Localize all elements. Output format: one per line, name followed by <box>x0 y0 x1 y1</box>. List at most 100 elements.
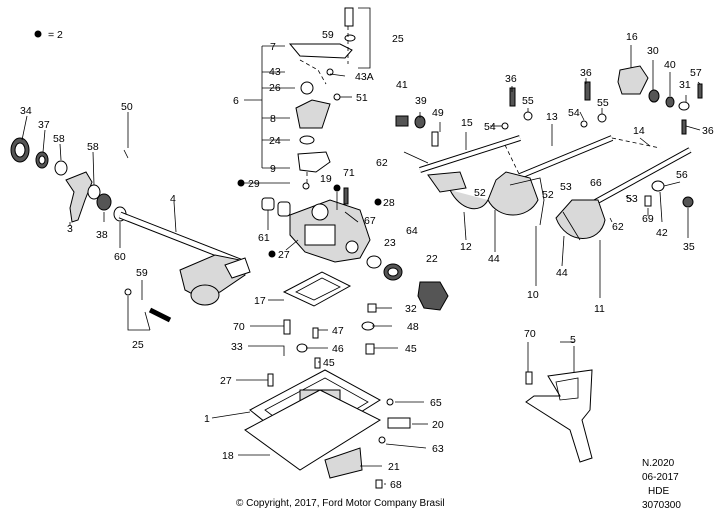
copyright-text: © Copyright, 2017, Ford Motor Company Br… <box>236 498 445 509</box>
callout-71: 71 <box>343 167 355 179</box>
part-65-bolt <box>386 398 394 406</box>
part-37-bush <box>35 151 49 169</box>
callout-69: 69 <box>642 213 654 225</box>
callout-70: 70 <box>233 321 245 333</box>
callout-36: 36 <box>580 67 592 79</box>
part-57-pin <box>697 83 703 99</box>
part-31-clip <box>678 101 690 111</box>
callout-27: 27 <box>278 249 290 261</box>
callout-25: 25 <box>392 33 404 45</box>
callout-58: 58 <box>87 141 99 153</box>
callout-31: 31 <box>679 79 691 91</box>
part-70b-bolt <box>525 371 533 385</box>
callout-40: 40 <box>664 59 676 71</box>
part-19-selector-housing <box>289 199 371 263</box>
callout-33: 33 <box>231 341 243 353</box>
callout-1: 1 <box>204 413 210 425</box>
callout-28: 28 <box>383 197 395 209</box>
part-number: 3070300 <box>642 500 681 511</box>
callout-3: 3 <box>67 223 73 235</box>
part-7-plate <box>288 43 353 59</box>
part-34-boot <box>10 137 30 163</box>
part-61-plug <box>261 197 275 211</box>
part-63-bolt <box>378 436 386 444</box>
part-56-plug <box>651 180 665 192</box>
callout-4: 4 <box>170 193 176 205</box>
callout-6: 6 <box>233 95 239 107</box>
callout-43A: 43A <box>355 71 374 83</box>
part-23-seal <box>366 255 382 269</box>
callout-53: 53 <box>560 181 572 193</box>
part-33-clip <box>276 345 285 356</box>
callout-50: 50 <box>121 101 133 113</box>
callout-37: 37 <box>38 119 50 131</box>
callout-21: 21 <box>388 461 400 473</box>
part-55a-ball <box>523 111 533 121</box>
callout-55: 55 <box>522 95 534 107</box>
part-8-housing <box>295 99 331 129</box>
callout-46: 46 <box>332 343 344 355</box>
callout-34: 34 <box>20 105 32 117</box>
callout-36: 36 <box>702 125 714 137</box>
callout-43: 43 <box>269 66 281 78</box>
callout-32: 32 <box>405 303 417 315</box>
part-27b-bolt <box>267 373 274 387</box>
part-14-shift-rod <box>588 147 692 208</box>
callout-36: 36 <box>505 73 517 85</box>
part-15-shift-rod <box>419 135 521 173</box>
part-26-cap <box>300 81 314 95</box>
callout-27: 27 <box>220 375 232 387</box>
callout-20: 20 <box>432 419 444 431</box>
callout-9: 9 <box>270 163 276 175</box>
callout-53: 53 <box>626 193 638 205</box>
part-20-plug <box>387 417 411 429</box>
callout-14: 14 <box>633 125 645 137</box>
part-58-ring <box>54 160 68 176</box>
legend-bullet-icon <box>34 30 42 38</box>
callout-64: 64 <box>406 225 418 237</box>
callout-52: 52 <box>474 187 486 199</box>
callout-62: 62 <box>376 157 388 169</box>
part-71-pin <box>343 187 349 205</box>
callout-38: 38 <box>96 229 108 241</box>
model-code: HDE <box>648 486 669 497</box>
callout-54: 54 <box>568 107 580 119</box>
part-70a-bolt <box>283 319 291 335</box>
part-25a-pin <box>148 307 172 323</box>
callout-24: 24 <box>269 135 281 147</box>
part-17-gasket <box>282 271 352 307</box>
callout-5: 5 <box>570 334 576 346</box>
callout-49: 49 <box>432 107 444 119</box>
callout-48: 48 <box>407 321 419 333</box>
part-49-pin <box>431 131 439 147</box>
part-55b-ball <box>597 113 607 123</box>
part-43A-pin <box>326 68 334 76</box>
revision-date: 06-2017 <box>642 472 679 483</box>
part-18-pan <box>244 389 382 471</box>
callout-68: 68 <box>390 479 402 491</box>
part-47-bolt <box>312 327 319 339</box>
part-21-bracket <box>324 447 363 479</box>
part-32-plug <box>367 303 377 313</box>
part-41-plug <box>395 115 409 127</box>
callout-42: 42 <box>656 227 668 239</box>
callout-45: 45 <box>323 357 335 369</box>
callout-10: 10 <box>527 289 539 301</box>
callout-8: 8 <box>270 113 276 125</box>
part-38-spring <box>96 193 112 211</box>
part-5-bracket <box>525 369 593 463</box>
callout-59: 59 <box>322 29 334 41</box>
callout-35: 35 <box>683 241 695 253</box>
callout-19: 19 <box>320 173 332 185</box>
part-9-finger <box>297 151 331 173</box>
part-16-housing <box>617 65 649 95</box>
callout-70: 70 <box>524 328 536 340</box>
callout-44: 44 <box>488 253 500 265</box>
part-3-lever <box>65 171 93 223</box>
callout-57: 57 <box>690 67 702 79</box>
part-36a-pin <box>509 87 516 107</box>
callout-15: 15 <box>461 117 473 129</box>
part-10-fork <box>487 171 539 216</box>
callout-65: 65 <box>430 397 442 409</box>
part-51-bolt <box>333 93 341 101</box>
